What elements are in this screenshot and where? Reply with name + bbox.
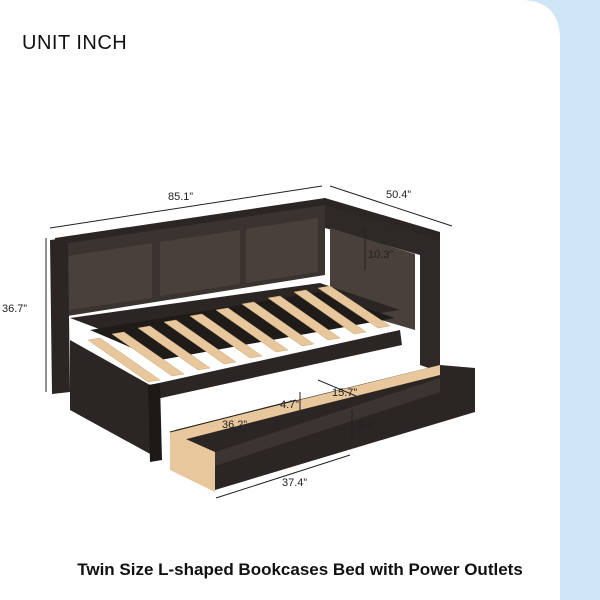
slats [87,285,391,383]
dimension-width: 50.4” [386,189,411,201]
shelf-compartment [160,230,240,296]
front-rail [70,340,152,455]
drawer-inner [215,378,440,466]
product-caption: Twin Size L-shaped Bookcases Bed with Po… [77,560,523,579]
dimension-drawer-height: 9.4” [358,419,377,431]
side-bookcase [325,205,440,372]
drawer-side [170,432,215,492]
dimension-height: 36.7” [2,303,27,315]
left-post [50,238,70,394]
dimension-drawer-inner-height: 4.7” [280,399,299,411]
shelf-compartment [246,218,318,283]
drawer-top-edge [170,365,440,442]
dimension-drawer-length: 37.4” [282,477,307,489]
front-post [148,383,162,462]
dimension-lines [45,185,453,499]
shelf-compartment [68,243,152,310]
unit-label: UNIT INCH [22,32,128,54]
dimension-length: 85.1” [168,191,193,203]
dimension-shelf-height: 10.3” [368,249,393,261]
side-rail [150,330,402,400]
dimension-drawer-inner-length: 36.2” [222,419,247,431]
dimension-drawer-depth: 15.7” [332,387,357,399]
